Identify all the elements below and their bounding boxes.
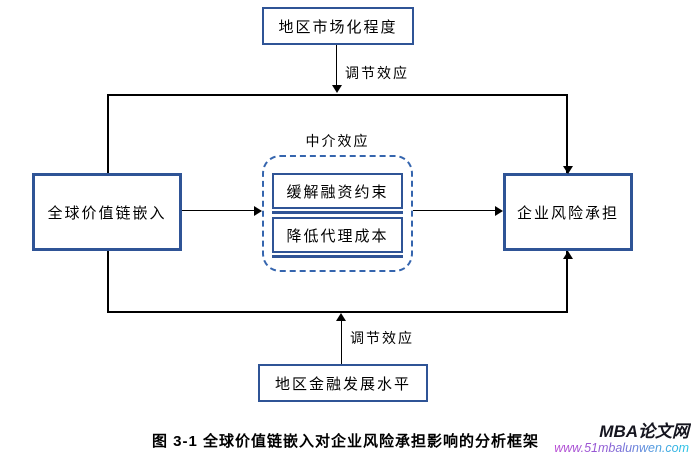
node-gvc-embedding: 全球价值链嵌入: [32, 173, 182, 251]
arrowhead-up-icon: [336, 313, 346, 321]
arrowhead-down-icon: [332, 85, 342, 93]
connector-gvc-to-mediators: [182, 210, 255, 211]
arrowhead-right-icon: [495, 206, 503, 216]
watermark-site-name: MBA论文网: [599, 422, 689, 441]
node-ease-financing-constraints: 缓解融资约束: [272, 173, 403, 214]
watermark-site-url: www.51mbalunwen.com: [469, 442, 689, 455]
arrowhead-up-icon: [563, 251, 573, 259]
moderation-effect-label-bottom: 调节效应: [350, 332, 414, 347]
mediation-effect-label: 中介效应: [305, 135, 370, 150]
arrowhead-down-icon: [563, 166, 573, 174]
connector-mediators-to-risk: [413, 210, 496, 211]
mediation-dashed-container: [262, 155, 413, 272]
arrowhead-right-icon: [254, 206, 262, 216]
watermark: MBA论文网 www.51mbalunwen.com: [469, 423, 689, 455]
node-regional-marketization: 地区市场化程度: [262, 7, 414, 45]
node-reduce-agency-costs: 降低代理成本: [272, 217, 403, 258]
node-corporate-risk-taking: 企业风险承担: [503, 173, 633, 251]
figure-caption: 图 3-1 全球价值链嵌入对企业风险承担影响的分析框架: [151, 433, 540, 450]
moderation-effect-label-top: 调节效应: [345, 67, 409, 82]
node-regional-financial-development: 地区金融发展水平: [258, 364, 428, 402]
connector-top-moderation: [336, 45, 337, 86]
connector-bottom-moderation: [341, 320, 342, 364]
